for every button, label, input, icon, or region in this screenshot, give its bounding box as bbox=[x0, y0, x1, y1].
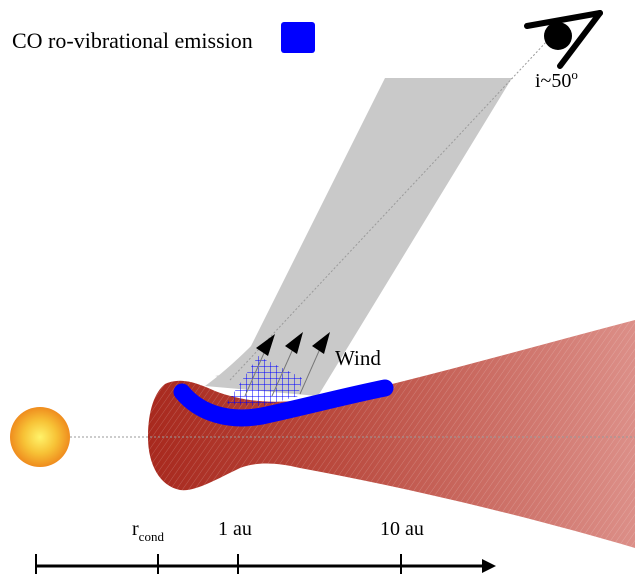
wind-emission-hatch bbox=[226, 356, 302, 406]
eye-icon bbox=[524, 10, 603, 69]
wind-arrowhead bbox=[256, 334, 275, 356]
legend-swatch bbox=[281, 22, 315, 53]
legend-label: CO ro-vibrational emission bbox=[12, 28, 253, 53]
tick-label-10au: 10 au bbox=[380, 518, 424, 540]
line-of-sight bbox=[229, 39, 549, 381]
distance-axis bbox=[35, 554, 496, 574]
co-emission-layer bbox=[173, 379, 394, 427]
inclination-label: i~50o bbox=[535, 67, 578, 92]
wind-arrows bbox=[244, 332, 330, 397]
disk-texture bbox=[148, 320, 635, 548]
star bbox=[10, 407, 70, 467]
tick-label-rcond: rcond bbox=[132, 518, 164, 544]
wind-arrowhead bbox=[285, 332, 303, 354]
wind-label: Wind bbox=[335, 346, 381, 370]
tick-label-1au: 1 au bbox=[218, 518, 252, 540]
wind-arrowhead bbox=[312, 332, 330, 354]
